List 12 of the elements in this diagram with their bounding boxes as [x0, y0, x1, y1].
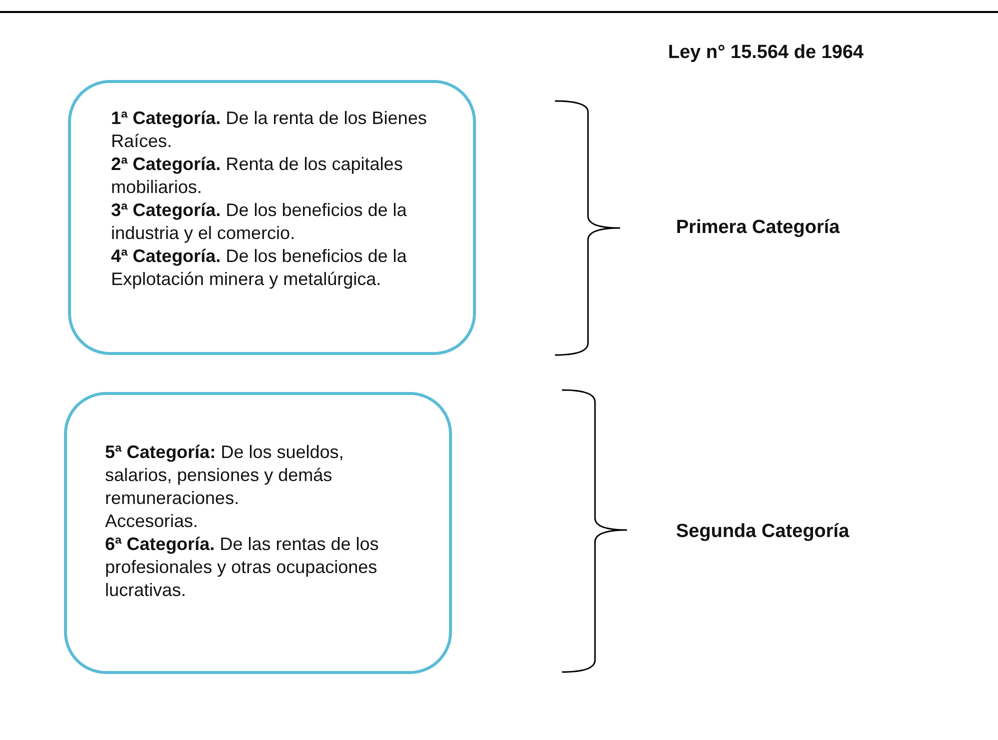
category-text: 6ª Categoría. De las rentas de los profesionales y otras ocupaciones lucrativas. [105, 533, 380, 602]
category-text: Accesorias. [105, 510, 200, 533]
group-label: Segunda Categoría [676, 521, 850, 543]
category-text: 3ª Categoría. De los beneficios de la industria y el comercio. [111, 199, 408, 245]
category-text: 2ª Categoría. Renta de los capitales mobiliarios. [111, 153, 404, 199]
rounded-box [64, 392, 452, 674]
category-text: 5ª Categoría: De los sueldos, salarios, pensiones y demás remuneraciones. [105, 441, 345, 510]
group-label: Primera Categoría [676, 217, 840, 239]
rounded-box [68, 80, 476, 355]
category-text: 1ª Categoría. De la renta de los Bienes Raíces. [111, 107, 428, 153]
category-text: 4ª Categoría. De los beneficios de la Explotación minera y metalúrgica. [111, 245, 408, 291]
title: Ley n° 15.564 de 1964 [668, 42, 864, 64]
